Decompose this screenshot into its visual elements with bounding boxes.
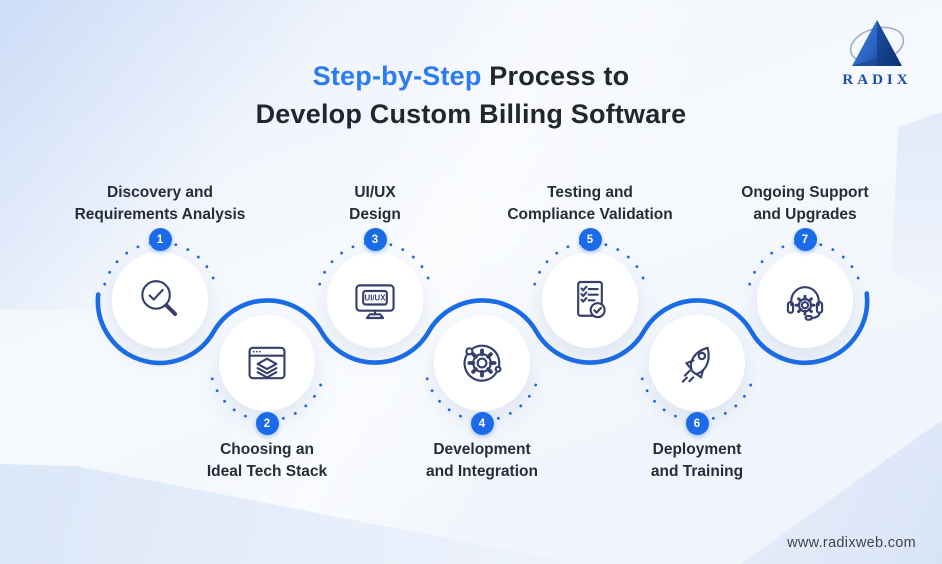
step-label-line: Ongoing Support: [741, 184, 869, 201]
step-label-line: UI/UX: [354, 184, 396, 201]
step-4-label: Development and Integration: [362, 439, 602, 483]
step-3-number-badge: 3: [363, 228, 387, 251]
step-label-line: Deployment: [652, 441, 742, 458]
headset-support-icon: [786, 286, 824, 321]
step-label-line: Ideal Tech Stack: [206, 463, 328, 480]
page-title: Step-by-Step Process to Develop Custom B…: [0, 57, 942, 133]
step-label-line: and Integration: [426, 463, 538, 480]
step-2-label: Choosing an Ideal Tech Stack: [147, 439, 387, 483]
title-rest: Process to: [481, 61, 630, 91]
step-label-line: Choosing an: [220, 441, 314, 458]
step-label-line: and Training: [650, 463, 744, 480]
step-4-circle: [434, 315, 530, 411]
step-7-circle: [757, 252, 853, 348]
gear-integration-icon: [463, 344, 502, 382]
rocket-icon: [681, 346, 710, 383]
step-5-circle: [542, 252, 638, 348]
step-4-number-badge: 4: [470, 412, 494, 435]
step-5-label: Testing and Compliance Validation: [470, 182, 710, 226]
step-label-line: Requirements Analysis: [74, 206, 246, 223]
step-label-line: and Upgrades: [753, 206, 857, 223]
radix-logo: RADIX: [830, 12, 926, 96]
step-3-circle: UI/UX: [327, 252, 423, 348]
step-label-line: Discovery and: [107, 184, 213, 201]
step-2-number-badge: 2: [255, 412, 279, 435]
step-6-number-badge: 6: [685, 412, 709, 435]
step-1-number-badge: 1: [148, 228, 172, 251]
uiux-icon-text: UI/UX: [365, 294, 387, 303]
uiux-monitor-icon: UI/UX: [355, 284, 395, 320]
title-line-2: Develop Custom Billing Software: [255, 99, 687, 129]
step-5-number-badge: 5: [578, 228, 602, 251]
step-6-label: Deployment and Training: [577, 439, 817, 483]
magnifier-check-icon: [141, 280, 178, 316]
radix-wordmark: RADIX: [842, 72, 911, 88]
step-1-label: Discovery and Requirements Analysis: [40, 182, 280, 226]
step-label-line: Design: [349, 206, 401, 223]
radix-pyramid-icon: RADIX: [842, 20, 911, 88]
step-2-circle: [219, 315, 315, 411]
title-highlight: Step-by-Step: [312, 61, 482, 91]
step-1-circle: [112, 252, 208, 348]
checklist-document-icon: [577, 280, 606, 319]
step-7-label: Ongoing Support and Upgrades: [685, 182, 925, 226]
step-6-circle: [649, 315, 745, 411]
step-7-number-badge: 7: [793, 228, 817, 251]
website-url: www.radixweb.com: [787, 535, 916, 551]
browser-tech-stack-icon: [248, 346, 286, 380]
step-3-label: UI/UX Design: [255, 182, 495, 226]
step-label-line: Testing and: [547, 184, 633, 201]
title-line-1: Step-by-Step Process to: [0, 57, 942, 95]
step-label-line: Development: [433, 441, 531, 458]
step-label-line: Compliance Validation: [507, 206, 673, 223]
